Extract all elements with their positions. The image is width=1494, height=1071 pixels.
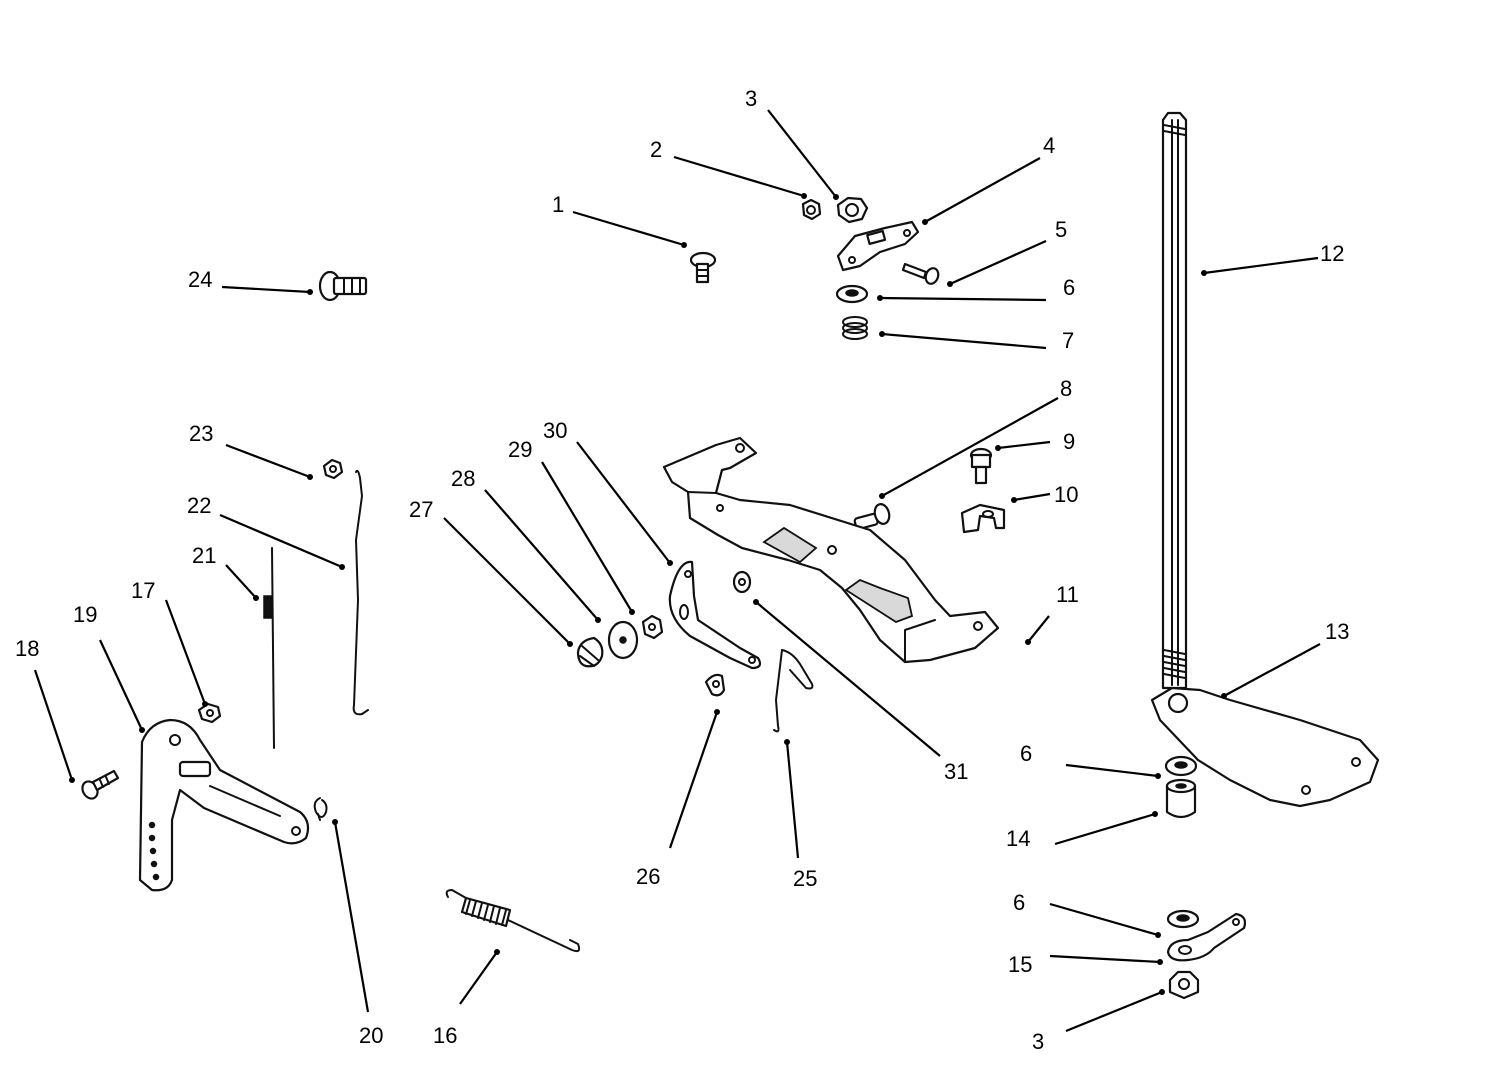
callout-labels: 1 2 3 4 5 6 7 8 9 10 11 12 13 6 14 6 15 …: [15, 86, 1349, 1054]
part-13-lever-plate: [1150, 686, 1380, 808]
callout-20: 20: [359, 1023, 383, 1048]
part-18-bolt: [81, 769, 120, 800]
callout-7: 7: [1062, 328, 1074, 353]
callout-24: 24: [188, 267, 212, 292]
part-21-rod: [263, 547, 275, 749]
part-6-washer-top: [835, 284, 869, 304]
part-3-hex-nut-top: [836, 196, 869, 224]
part-14-spacer: [1165, 778, 1197, 819]
callout-9: 9: [1063, 429, 1075, 454]
part-8-shoulder-bolt: [853, 503, 891, 531]
callout-30: 30: [543, 418, 567, 443]
callout-21: 21: [192, 543, 216, 568]
part-10-clamp-bracket: [960, 503, 1006, 534]
part-20-hairpin-clip: [313, 797, 328, 821]
part-4-control-plate: [836, 220, 920, 272]
callout-18: 18: [15, 636, 39, 661]
part-24-shoulder-bolt: [318, 270, 368, 302]
callout-31: 31: [944, 759, 968, 784]
part-26-retaining-clip: [704, 673, 726, 697]
part-29-nut: [641, 614, 664, 640]
callout-17: 17: [131, 578, 155, 603]
callout-28: 28: [451, 466, 475, 491]
callout-29: 29: [508, 437, 532, 462]
part-17-nut: [197, 702, 222, 724]
callout-3-bottom: 3: [1032, 1029, 1044, 1054]
part-9-bolt: [969, 447, 993, 485]
part-28-washer: [607, 620, 639, 660]
part-27-knob: [576, 636, 604, 668]
part-30-bell-crank: [668, 560, 762, 670]
part-23-nut: [322, 458, 344, 480]
callout-8: 8: [1060, 376, 1072, 401]
part-19-lever-arm: [138, 718, 310, 892]
callout-22: 22: [187, 493, 211, 518]
callout-15: 15: [1008, 952, 1032, 977]
callout-5: 5: [1055, 217, 1067, 242]
callout-6-top: 6: [1063, 275, 1075, 300]
part-11-main-bracket: [662, 436, 1000, 664]
callout-25: 25: [793, 866, 817, 891]
part-22-link-rod: [352, 469, 369, 716]
callout-26: 26: [636, 864, 660, 889]
leader-lines: [33, 109, 1321, 1033]
callout-11: 11: [1056, 582, 1079, 607]
callout-3-top: 3: [745, 86, 757, 111]
callout-6-middle: 6: [1020, 741, 1032, 766]
callout-12: 12: [1320, 241, 1344, 266]
part-12-shaft: [1161, 111, 1188, 690]
callout-13: 13: [1325, 619, 1349, 644]
part-7-spring: [842, 316, 868, 340]
callout-23: 23: [189, 421, 213, 446]
callout-6-bottom: 6: [1013, 890, 1025, 915]
callout-1: 1: [552, 192, 564, 217]
part-6-washer-middle: [1164, 755, 1198, 777]
part-15-lock-tab: [1166, 912, 1247, 962]
callout-27: 27: [409, 497, 433, 522]
callout-4: 4: [1043, 133, 1055, 158]
part-6-washer-bottom: [1166, 909, 1200, 929]
part-1-bolt: [689, 251, 717, 284]
callout-19: 19: [73, 602, 97, 627]
part-5-screw: [901, 262, 940, 285]
part-25-wire-link: [773, 649, 814, 733]
part-16-extension-spring: [445, 889, 581, 953]
part-3-hex-nut-bottom: [1168, 970, 1200, 1000]
part-31-lock-nut: [732, 570, 752, 594]
callout-2: 2: [650, 137, 662, 162]
callout-14: 14: [1006, 826, 1030, 851]
callout-16: 16: [433, 1023, 457, 1048]
part-2-nut: [801, 198, 822, 221]
callout-10: 10: [1054, 482, 1078, 507]
